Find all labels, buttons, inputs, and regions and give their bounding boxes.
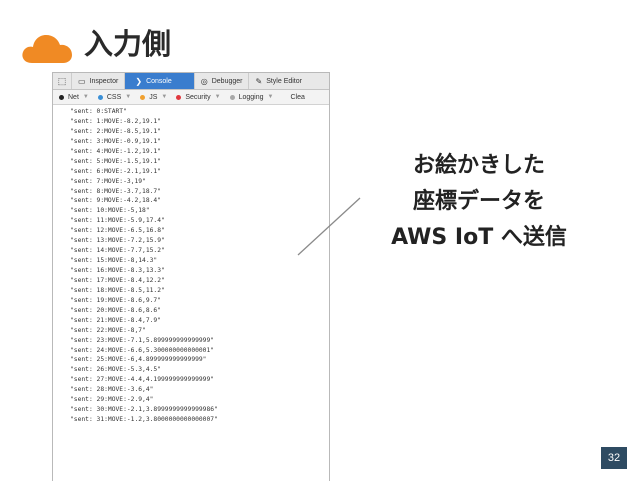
annotation-text: お絵かきした 座標データを AWS IoT へ送信: [372, 148, 586, 256]
filter-label: Logging: [238, 93, 264, 101]
log-line: "sent: 12:MOVE:-6.5,16.8": [70, 227, 165, 235]
slide-title: 入力側: [84, 27, 172, 61]
log-line: "sent: 23:MOVE:-7.1,5.899999999999999": [70, 336, 215, 344]
log-line: "sent: 22:MOVE:-8,7": [70, 326, 146, 334]
log-line: "sent: 21:MOVE:-8.4,7.9": [70, 316, 161, 324]
chevron-down-icon: ▼: [267, 94, 274, 100]
filter-css[interactable]: CSS ▼: [95, 94, 137, 101]
tab-label: Style Editor: [266, 77, 302, 85]
log-line: "sent: 24:MOVE:-6.6,5.300000000000001": [70, 346, 215, 354]
devtools-panel: ⬚ ▭ Inspector ❯ Console ◎ Debugger ✎ Sty…: [52, 72, 330, 481]
chevron-down-icon: ▼: [125, 94, 132, 100]
log-line: "sent: 6:MOVE:-2.1,19.1": [70, 167, 161, 175]
inspector-icon: ▭: [78, 76, 86, 86]
element-picker-button[interactable]: ⬚: [53, 73, 72, 89]
clear-label: Clea: [290, 93, 305, 101]
logging-dot-icon: [229, 94, 235, 100]
log-line: "sent: 30:MOVE:-2.1,3.8999999999999986": [70, 406, 218, 414]
log-line: "sent: 17:MOVE:-8.4,12.2": [70, 276, 165, 284]
tab-style-editor[interactable]: ✎ Style Editor: [249, 73, 308, 89]
log-line: "sent: 27:MOVE:-4.4,4.199999999999999": [70, 376, 215, 384]
filter-label: JS: [149, 93, 158, 101]
net-dot-icon: [59, 94, 64, 100]
tab-label: Debugger: [211, 77, 243, 85]
tab-debugger[interactable]: ◎ Debugger: [195, 73, 250, 89]
annotation-line: 座標データを: [412, 189, 545, 214]
log-line: "sent: 9:MOVE:-4.2,18.4": [70, 197, 161, 205]
log-line: "sent: 28:MOVE:-3.6,4": [70, 386, 154, 394]
chevron-down-icon: ▼: [82, 94, 89, 100]
clear-button[interactable]: Clea: [287, 94, 310, 101]
js-dot-icon: [140, 94, 146, 100]
log-line: "sent: 7:MOVE:-3,19": [70, 177, 146, 185]
tab-label: Inspector: [89, 77, 119, 85]
filter-label: Net: [68, 93, 79, 101]
log-line: "sent: 13:MOVE:-7.2,15.9": [70, 237, 165, 245]
security-dot-icon: [176, 94, 182, 100]
log-line: "sent: 10:MOVE:-5,18": [70, 207, 150, 215]
log-line: "sent: 19:MOVE:-8.6,9.7": [70, 296, 161, 304]
filter-security[interactable]: Security ▼: [173, 94, 226, 101]
log-line: "sent: 20:MOVE:-8.6,8.6": [70, 306, 161, 314]
annotation-line: AWS IoT へ送信: [391, 225, 567, 250]
log-line: "sent: 25:MOVE:-6,4.899999999999999": [70, 356, 207, 364]
filter-label: Security: [185, 93, 211, 101]
log-line: "sent: 0:START": [70, 108, 127, 115]
log-line: "sent: 18:MOVE:-8.5,11.2": [70, 286, 165, 294]
chevron-down-icon: ▼: [214, 94, 221, 100]
page-number-badge: 32: [601, 447, 627, 469]
annotation-line: お絵かきした: [412, 153, 545, 178]
log-line: "sent: 16:MOVE:-8.3,13.3": [70, 267, 165, 274]
console-filterbar: Net ▼ CSS ▼ JS ▼ Security ▼ Logging ▼ Cl…: [53, 90, 329, 105]
style-editor-icon: ✎: [255, 76, 263, 86]
log-line: "sent: 15:MOVE:-8,14.3": [70, 257, 158, 265]
log-line: "sent: 8:MOVE:-3.7,18.7": [70, 187, 161, 195]
console-output: "sent: 0:START" "sent: 1:MOVE:-8.2,19.1"…: [53, 105, 329, 425]
debugger-icon: ◎: [200, 76, 208, 86]
tab-console[interactable]: ❯ Console: [125, 73, 195, 89]
log-line: "sent: 14:MOVE:-7.7,15.2": [70, 247, 165, 255]
filter-logging[interactable]: Logging ▼: [227, 94, 280, 101]
log-line: "sent: 1:MOVE:-8.2,19.1": [70, 117, 161, 125]
tab-inspector[interactable]: ▭ Inspector: [72, 73, 126, 89]
log-line: "sent: 2:MOVE:-8.5,19.1": [70, 127, 161, 135]
tab-label: Console: [146, 77, 172, 85]
log-line: "sent: 3:MOVE:-0.9,19.1": [70, 137, 161, 145]
filter-label: CSS: [106, 93, 122, 101]
log-line: "sent: 31:MOVE:-1.2,3.8000000000000007": [70, 416, 218, 424]
log-line: "sent: 29:MOVE:-2.9,4": [70, 396, 154, 404]
log-line: "sent: 4:MOVE:-1.2,19.1": [70, 147, 161, 155]
log-line: "sent: 11:MOVE:-5.9,17.4": [70, 217, 165, 225]
devtools-tabbar: ⬚ ▭ Inspector ❯ Console ◎ Debugger ✎ Sty…: [53, 73, 329, 90]
console-icon: ❯: [135, 76, 143, 86]
log-line: "sent: 26:MOVE:-5.3,4.5": [70, 366, 161, 374]
filter-net[interactable]: Net ▼: [56, 94, 95, 101]
css-dot-icon: [97, 94, 103, 100]
chevron-down-icon: ▼: [161, 94, 168, 100]
log-line: "sent: 5:MOVE:-1.5,19.1": [70, 157, 161, 165]
cloud-icon: [22, 35, 72, 63]
filter-js[interactable]: JS ▼: [137, 94, 173, 101]
element-picker-icon: ⬚: [57, 75, 67, 86]
